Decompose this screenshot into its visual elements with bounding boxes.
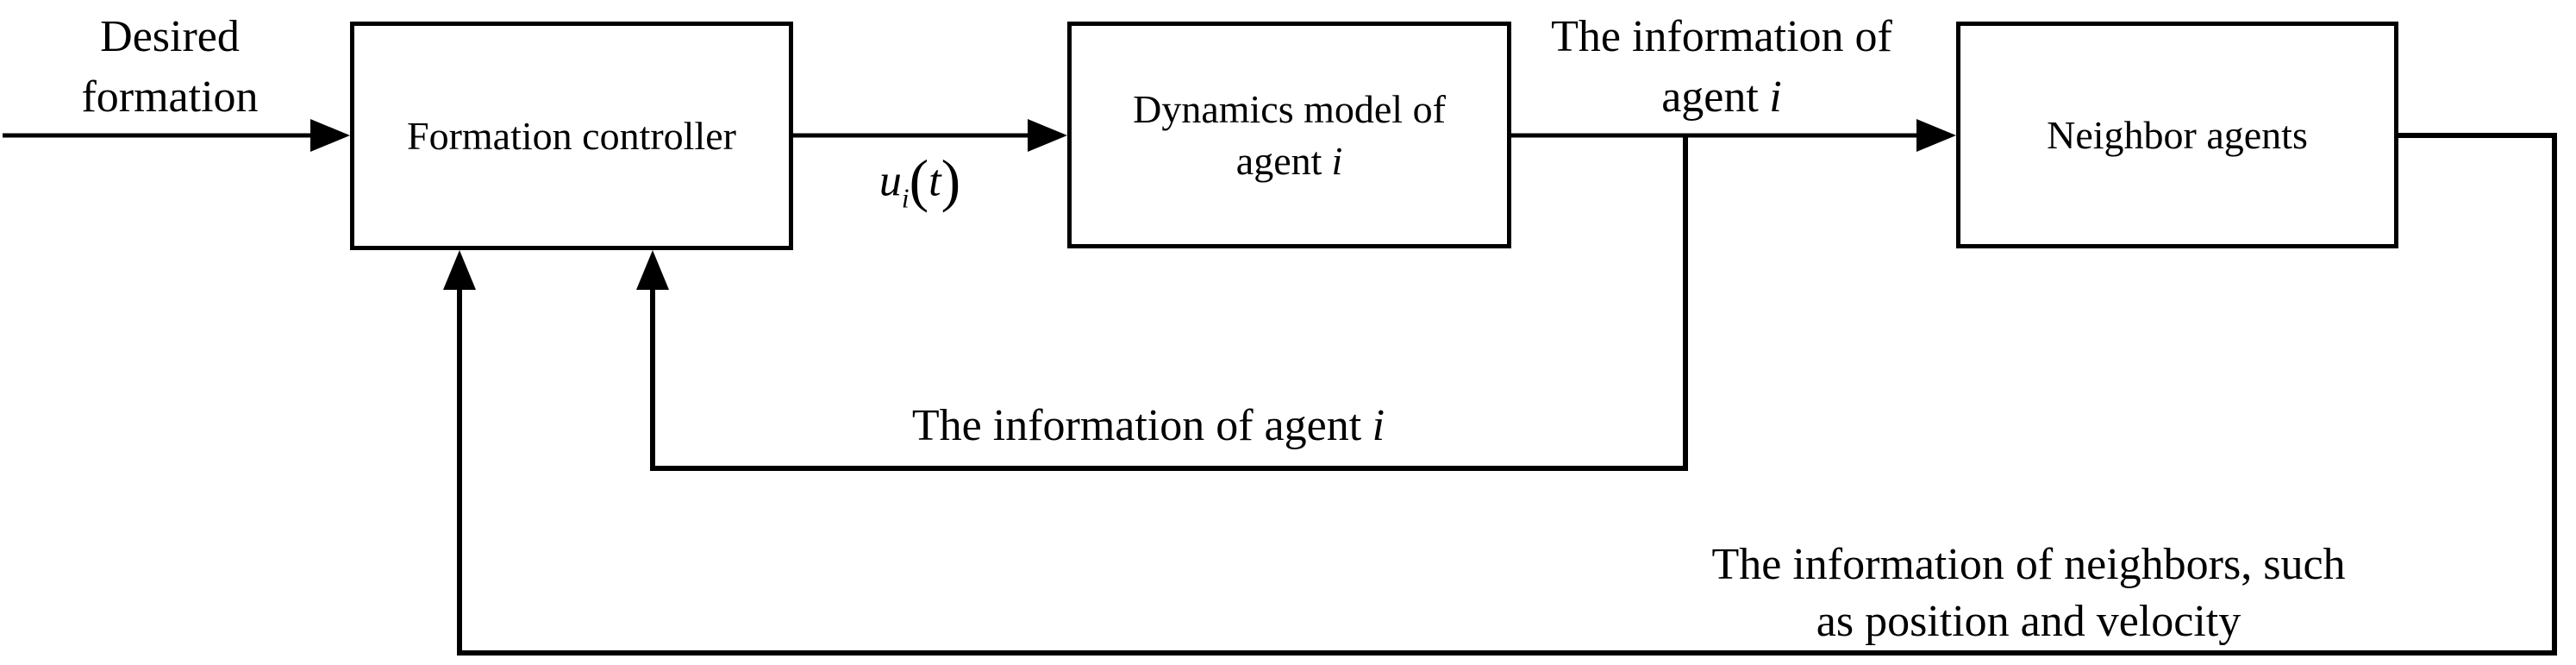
open-paren: ( <box>909 148 929 213</box>
formation-controller-box: Formation controller <box>350 22 793 250</box>
agent-index-variable: i <box>1372 401 1385 450</box>
agent-feedback-line <box>650 137 1688 471</box>
neighbor-feedback-arrowhead-icon <box>443 250 476 290</box>
agent-feedback-arrowhead-icon <box>636 250 669 290</box>
control-input-variable: u <box>878 156 902 206</box>
agent-index-variable: i <box>1331 138 1343 183</box>
close-paren: ) <box>941 148 961 213</box>
neighbor-agents-label: Neighbor agents <box>2047 112 2308 157</box>
neighbor-feedback-line <box>457 133 2557 656</box>
neighbor-info-label: The information of neighbors, such as po… <box>1711 540 2346 646</box>
agent-index-variable: i <box>1769 72 1782 122</box>
desired-formation-arrowhead-icon <box>310 119 350 152</box>
control-input-arrowhead-icon <box>1028 119 1067 152</box>
neighbor-agents-box: Neighbor agents <box>1956 22 2398 248</box>
dynamics-model-label-line1: Dynamics model of <box>1133 86 1446 131</box>
time-variable: t <box>928 156 941 206</box>
agent-info-arrowhead-icon <box>1916 119 1956 152</box>
control-input-label: ui(t) <box>878 152 960 212</box>
desired-formation-label: Desired formation <box>81 12 259 122</box>
formation-controller-label: Formation controller <box>407 113 736 158</box>
control-input-subscript: i <box>901 183 910 214</box>
